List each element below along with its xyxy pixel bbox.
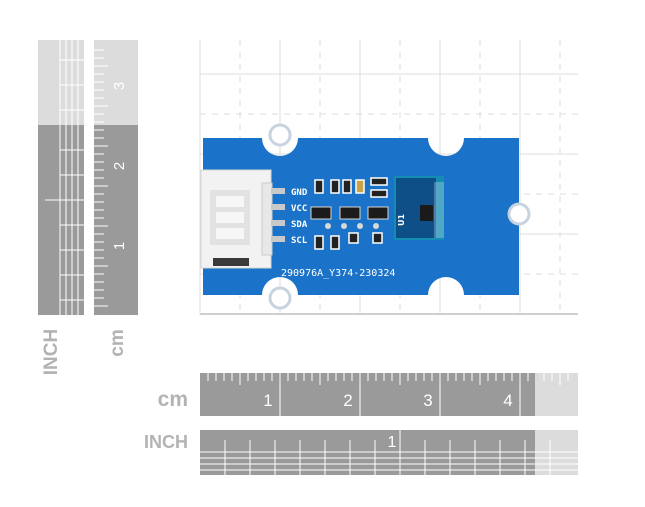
vertical-cm-number-2: 2 xyxy=(111,162,128,170)
part-id-label: 290976A_Y374-230324 xyxy=(281,268,395,279)
connector-pin-scl xyxy=(271,236,285,242)
chip-label: U1 xyxy=(397,214,406,226)
horizontal-inch-number-1: 1 xyxy=(388,434,397,451)
pin-label-sda: SDA xyxy=(291,220,308,230)
vertical-cm-label: cm xyxy=(107,329,128,356)
grove-connector xyxy=(200,169,273,269)
horizontal-cm-number-4: 4 xyxy=(503,391,512,410)
horizontal-inch-label: INCH xyxy=(144,432,188,452)
connector-pin-sda xyxy=(271,220,285,226)
horizontal-cm-number-3: 3 xyxy=(423,391,432,410)
mount-hole-right xyxy=(507,202,531,226)
horizontal-cm-number-1: 1 xyxy=(263,391,272,410)
vertical-cm-number-1: 1 xyxy=(111,242,128,250)
vertical-cm-ruler: 3 2 1 xyxy=(94,40,138,315)
pin-label-scl: SCL xyxy=(291,236,308,246)
horizontal-inch-ruler: 1 xyxy=(200,430,578,475)
pin-label-vcc: VCC xyxy=(291,204,307,214)
horizontal-cm-number-2: 2 xyxy=(343,391,352,410)
vertical-inch-label: INCH xyxy=(41,329,62,375)
connector-pin-gnd xyxy=(271,188,285,194)
vertical-cm-number-3: 3 xyxy=(111,82,128,90)
smd-components xyxy=(310,177,389,250)
sensor-chip xyxy=(394,176,444,240)
horizontal-cm-label: cm xyxy=(158,388,188,411)
grove-sensor-board: GND VCC SDA SCL xyxy=(200,123,531,310)
mount-hole-top xyxy=(268,123,292,147)
vertical-inch-ruler xyxy=(38,40,84,315)
mount-hole-bottom xyxy=(268,286,292,310)
horizontal-cm-ruler: 1 2 3 4 xyxy=(200,373,578,416)
connector-pin-vcc xyxy=(271,204,285,210)
pin-label-gnd: GND xyxy=(291,188,308,198)
